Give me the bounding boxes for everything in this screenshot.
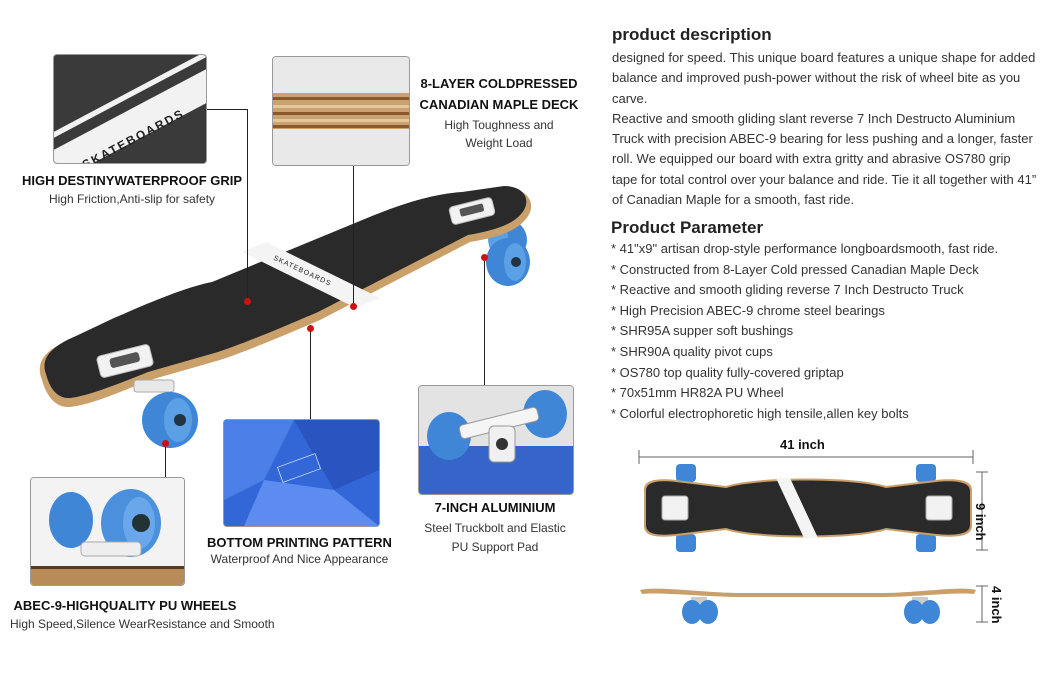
wheels-title: ABEC-9-HIGHQUALITY PU WHEELS [13, 598, 237, 613]
description-body: designed for speed. This unique board fe… [612, 48, 1038, 210]
height-dimension-line [976, 585, 988, 623]
parameter-item: * 41"x9" artisan drop-style performance … [611, 241, 999, 256]
parameter-item: * SHR90A quality pivot cups [611, 343, 773, 359]
parameter-item: * OS780 top quality fully-covered gripta… [611, 364, 844, 380]
grip-title: HIGH DESTINYWATERPROOF GRIP [22, 173, 243, 188]
rear-baseplate [448, 197, 496, 225]
front-truck [133, 379, 175, 393]
deck-pointer-dot [350, 303, 357, 310]
parameter-item: * 70x51mm HR82A PU Wheel [611, 385, 784, 401]
length-dimension-line [638, 450, 974, 464]
grip-subtitle: High Friction,Anti-slip for safety [48, 192, 216, 206]
parameter-item: * Reactive and smooth gliding reverse 7 … [611, 282, 964, 298]
grip-inset-photo: SKATEBOARDS [53, 54, 207, 164]
wheels-subtitle: High Speed,Silence WearResistance and Sm… [10, 617, 275, 631]
deck-title-line2: CANADIAN MAPLE DECK [419, 97, 579, 112]
front-wheel [142, 392, 198, 448]
bottom-title: BOTTOM PRINTING PATTERN [207, 535, 392, 550]
truck-subtitle-line2: PU Support Pad [451, 540, 539, 554]
parameter-item: * SHR95A supper soft bushings [611, 323, 794, 339]
wheel-pointer-dot [162, 440, 169, 447]
description-paragraph-1: designed for speed. This unique board fe… [612, 50, 1036, 106]
parameter-item: * Constructed from 8-Layer Cold pressed … [611, 261, 979, 277]
parameter-item: * Colorful electrophoretic high tensile,… [611, 405, 909, 421]
front-baseplate [96, 344, 154, 378]
bottom-leader-v [310, 328, 311, 420]
wheels-inset-photo [30, 477, 185, 586]
deck-title-line1: 8-LAYER COLDPRESSED [420, 76, 578, 91]
truck-subtitle-line1: Steel Truckbolt and Elastic [424, 521, 566, 535]
bottom-pattern-inset-photo [223, 419, 380, 527]
grip-leader-h [205, 109, 247, 110]
rear-wheel [486, 238, 530, 286]
deck-leader-v [353, 164, 354, 306]
width-dimension-line [976, 471, 988, 551]
truck-title: 7-INCH ALUMINIUM [434, 500, 556, 515]
truck-inset-photo [418, 385, 574, 495]
grip-leader-v [247, 109, 248, 299]
side-view-board [640, 588, 976, 624]
parameter-item: * High Precision ABEC-9 chrome steel bea… [611, 302, 885, 318]
truck-pointer-dot [481, 254, 488, 261]
wheel-leader-v [165, 443, 166, 477]
deck-subtitle-line1: High Toughness and [444, 118, 554, 132]
parameter-heading: Product Parameter [611, 218, 764, 237]
parameter-list: * 41"x9" artisan drop-style performance … [611, 239, 998, 424]
description-heading: product description [612, 25, 772, 44]
grip-pointer-dot [244, 298, 251, 305]
bottom-subtitle: Waterproof And Nice Appearance [210, 552, 389, 566]
longboard-illustration: SKATEBOARDS [39, 186, 532, 448]
bottom-pointer-dot [307, 325, 314, 332]
height-dimension-label: 4 inch [989, 586, 1004, 624]
description-paragraph-2: Reactive and smooth gliding slant revers… [612, 110, 1037, 208]
length-dimension-label: 41 inch [780, 437, 825, 452]
top-view-board [644, 464, 972, 552]
deck-subtitle-line2: Weight Load [465, 136, 533, 150]
width-dimension-label: 9 inch [973, 503, 988, 541]
deck-layers-inset-photo [272, 56, 410, 166]
truck-leader-v [484, 258, 485, 385]
